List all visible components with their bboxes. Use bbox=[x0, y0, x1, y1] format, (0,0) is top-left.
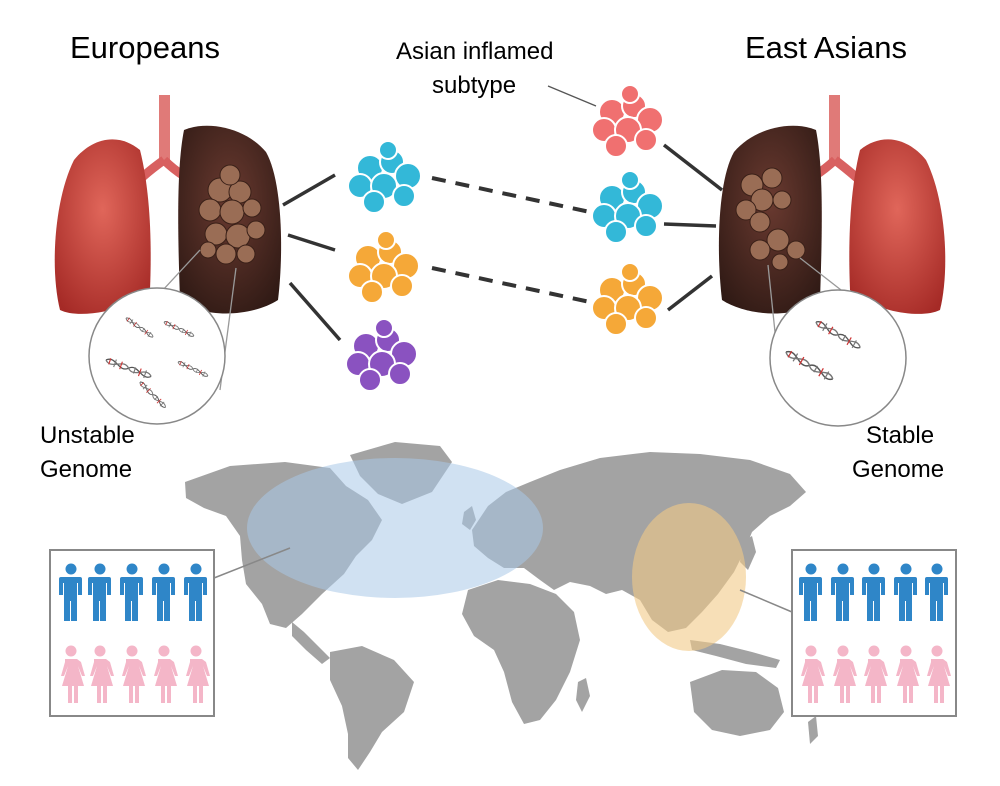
landmass-new-zealand bbox=[808, 716, 818, 744]
dna-callout-left bbox=[88, 249, 237, 425]
stable-genome-label-line2: Genome bbox=[852, 456, 945, 483]
cluster-cyan-left bbox=[347, 140, 422, 214]
dna-callout-right bbox=[767, 257, 907, 427]
unstable-genome-label-line1: Unstable bbox=[40, 422, 135, 449]
population-box-left bbox=[49, 547, 291, 717]
cluster-cyan-right bbox=[591, 170, 664, 244]
landmass-australia bbox=[690, 670, 784, 736]
population-box-right bbox=[739, 549, 957, 717]
landmass-madagascar bbox=[576, 678, 590, 712]
asian-subtype-label-line1: Asian inflamed bbox=[396, 38, 554, 65]
connector-lines bbox=[282, 143, 724, 342]
lungs-right-icon bbox=[718, 95, 946, 314]
europeans-label: Europeans bbox=[70, 30, 220, 65]
tumor-cluster bbox=[735, 167, 806, 271]
cluster-orange-right bbox=[591, 262, 664, 336]
subtype-label-pointer bbox=[547, 85, 597, 107]
shared-subtype-dashes bbox=[431, 176, 591, 304]
cluster-purple-left bbox=[345, 318, 418, 392]
stable-genome-label-line1: Stable bbox=[866, 422, 935, 449]
landmass-central-america bbox=[292, 622, 330, 664]
asian-subtype-label-line2: subtype bbox=[432, 72, 517, 99]
east-asians-label: East Asians bbox=[745, 30, 907, 65]
landmass-indonesia bbox=[690, 640, 780, 668]
landmass-africa bbox=[462, 580, 580, 724]
landmass-south-america bbox=[330, 646, 414, 770]
tumor-cluster bbox=[198, 164, 266, 265]
lungs-left-icon bbox=[54, 95, 282, 314]
cluster-red-right bbox=[591, 84, 664, 158]
europe-ancestry-region bbox=[247, 458, 543, 598]
east-asia-ancestry-region bbox=[632, 503, 746, 651]
unstable-genome-label-line2: Genome bbox=[40, 456, 133, 483]
cluster-orange-left bbox=[347, 230, 420, 304]
